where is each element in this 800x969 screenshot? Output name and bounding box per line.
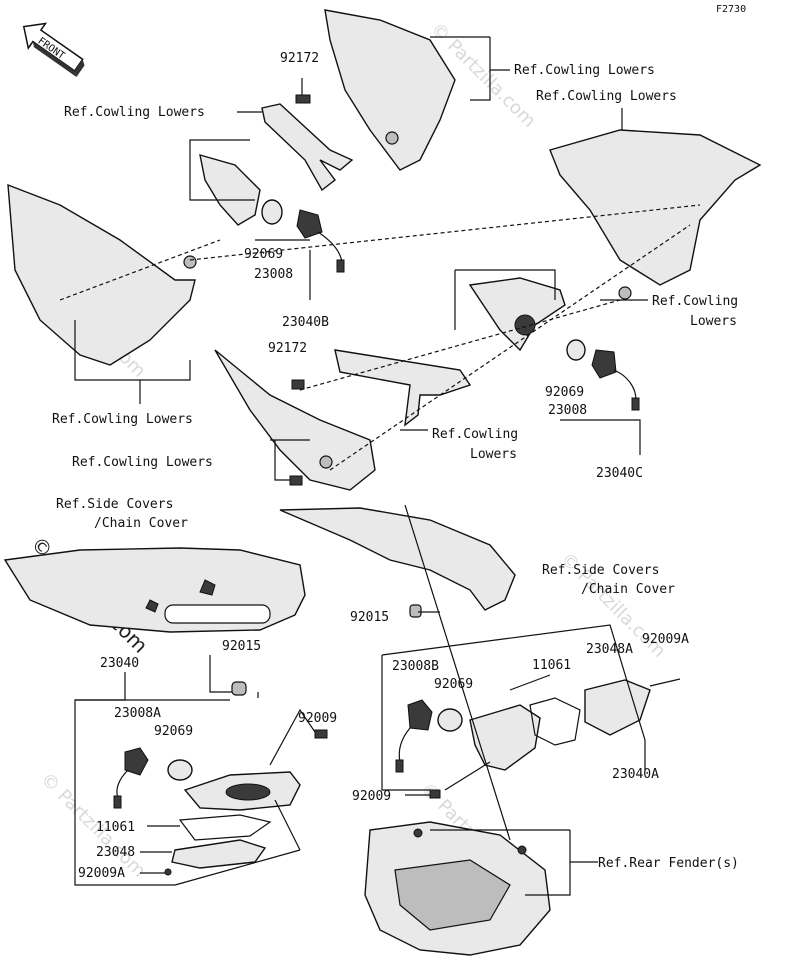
leader-lines — [59, 36, 701, 896]
bulb-92069-c — [167, 759, 193, 781]
label-92172-mid: 92172 — [268, 341, 307, 356]
label-ref-cowl-left-top: Ref.Cowling Lowers — [64, 105, 205, 120]
label-ref-rear-fender: Ref.Rear Fender(s) — [598, 856, 739, 871]
label-ref-cowl-right-mid-1: Ref.Cowling — [652, 294, 738, 309]
socket-23008A — [124, 747, 149, 776]
label-23008B: 23008B — [392, 659, 439, 674]
label-23008-a: 23008 — [254, 267, 293, 282]
label-92172-top: 92172 — [280, 51, 319, 66]
gasket-11061-left — [178, 814, 272, 841]
label-92069-a: 92069 — [244, 247, 283, 262]
right-cowling-panel — [549, 129, 762, 300]
grommet-92015-left — [231, 681, 247, 696]
label-23040B: 23040B — [282, 315, 329, 330]
bulb-92069-d — [437, 708, 463, 732]
front-arrow-icon: FRONT — [22, 22, 85, 77]
label-11061-right: 11061 — [532, 658, 571, 673]
bulb-92069-a — [261, 199, 283, 225]
label-92069-b: 92069 — [545, 385, 584, 400]
label-ref-cowl-right2: Ref.Cowling Lowers — [536, 89, 677, 104]
label-ref-cowl-center-1: Ref.Cowling — [432, 427, 518, 442]
bracket-upper — [261, 94, 354, 192]
label-23008-b: 23008 — [548, 403, 587, 418]
bolt-92172-mid — [291, 379, 305, 390]
bolt-lower-left — [289, 475, 303, 486]
label-ref-cowl-right-mid-2: Lowers — [690, 314, 737, 329]
label-92069-d: 92069 — [434, 677, 473, 692]
label-92009A-left: 92009A — [78, 866, 125, 881]
label-23040: 23040 — [100, 656, 139, 671]
label-ref-side-right-2: /Chain Cover — [581, 582, 675, 597]
housing-lower-right — [469, 704, 541, 771]
label-23008A: 23008A — [114, 706, 161, 721]
label-92009-left: 92009 — [298, 711, 337, 726]
label-11061-left: 11061 — [96, 820, 135, 835]
turn-signal-23040 — [113, 729, 328, 876]
socket-23008-b — [591, 349, 617, 379]
label-ref-cowl-left-low: Ref.Cowling Lowers — [72, 455, 213, 470]
left-cowling-panel — [7, 183, 197, 366]
screw-92009-right — [429, 789, 441, 799]
label-23040C: 23040C — [596, 466, 643, 481]
mid-cowling-panel — [214, 349, 376, 491]
rear-fender — [364, 821, 551, 956]
label-92009-right: 92009 — [352, 789, 391, 804]
diagram-code: F2730 — [716, 4, 746, 15]
label-ref-cowl-left-mid: Ref.Cowling Lowers — [52, 412, 193, 427]
bolt-92172-top — [295, 94, 311, 104]
right-side-cover — [279, 507, 516, 618]
label-ref-side-right-1: Ref.Side Covers — [542, 563, 659, 578]
socket-23008-a — [296, 209, 323, 239]
gasket-11061-right — [529, 697, 581, 746]
bulb-92069-b — [566, 339, 586, 361]
label-92069-c: 92069 — [154, 724, 193, 739]
label-23048: 23048 — [96, 845, 135, 860]
left-side-cover — [3, 547, 306, 633]
labels: 92172 Ref.Cowling Lowers Ref.Cowling Low… — [52, 51, 739, 881]
turn-signal-housing-upper — [199, 154, 345, 273]
label-92015-left: 92015 — [222, 639, 261, 654]
label-92015-right: 92015 — [350, 610, 389, 625]
label-23048A: 23048A — [586, 642, 633, 657]
socket-23008B — [407, 699, 433, 731]
label-ref-side-left-2: /Chain Cover — [94, 516, 188, 531]
label-92009A-right: 92009A — [642, 632, 689, 647]
upper-cowling-panel — [324, 9, 456, 171]
turn-signal-23040A — [395, 678, 681, 799]
label-ref-cowl-center-2: Lowers — [470, 447, 517, 462]
label-ref-side-left-1: Ref.Side Covers — [56, 497, 173, 512]
screw-92009-left — [314, 729, 328, 739]
lens-23048A — [584, 679, 651, 736]
label-23040A: 23040A — [612, 767, 659, 782]
grommet-92015-right — [409, 604, 422, 618]
label-ref-cowl-top-right: Ref.Cowling Lowers — [514, 63, 655, 78]
